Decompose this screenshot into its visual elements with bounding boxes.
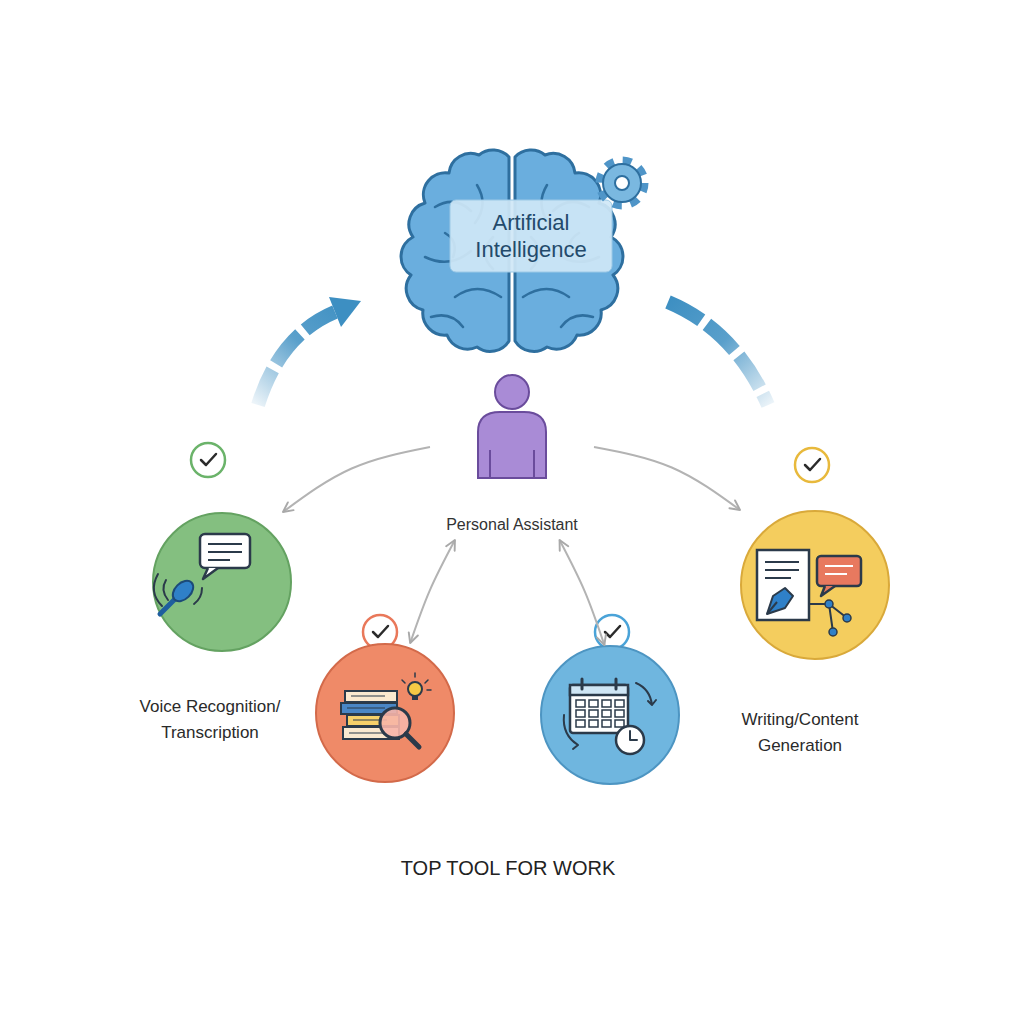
gear-teeth bbox=[600, 161, 644, 205]
title-band bbox=[450, 200, 612, 272]
tool-circle: Voice Recognition/ Transcription bbox=[90, 512, 340, 752]
person-arms bbox=[490, 450, 534, 478]
bubble-lines bbox=[825, 566, 853, 574]
tool-circle bbox=[540, 645, 680, 785]
speech-bubble bbox=[200, 534, 250, 568]
ai-brain-node: Artificial Intelligence bbox=[405, 145, 655, 360]
bulb-base bbox=[412, 696, 418, 700]
check-mark bbox=[605, 626, 620, 637]
gear-hole bbox=[615, 176, 629, 190]
bubble-tail bbox=[203, 568, 218, 579]
pen-slit bbox=[767, 602, 777, 614]
pen-nib bbox=[767, 588, 793, 614]
circle-fill bbox=[316, 644, 454, 782]
bulb bbox=[408, 682, 422, 696]
clock-hands bbox=[630, 731, 637, 740]
person-head bbox=[495, 375, 529, 409]
gear-body bbox=[603, 164, 641, 202]
diagram-caption: TOP TOOL FOR WORK bbox=[308, 852, 708, 884]
circle-fill bbox=[153, 513, 291, 651]
tool-circle: Writing/Content Generation bbox=[705, 510, 905, 760]
cycle-arrow-head bbox=[329, 297, 361, 327]
tool-label: Writing/Content Generation bbox=[705, 707, 895, 758]
document-lines bbox=[765, 562, 799, 578]
document-icon bbox=[757, 550, 809, 620]
mic-head bbox=[169, 577, 197, 605]
sound-waves bbox=[154, 574, 202, 606]
check-mark bbox=[201, 454, 216, 465]
connector-arrow bbox=[560, 540, 605, 645]
check-badge bbox=[795, 448, 829, 482]
connector-arrow bbox=[594, 447, 740, 510]
person-icon bbox=[430, 370, 594, 540]
clock-face bbox=[616, 726, 644, 754]
flow-dot bbox=[843, 614, 851, 622]
cycle-arrows bbox=[564, 683, 656, 749]
check-ring bbox=[595, 615, 629, 649]
connector-arrow bbox=[410, 540, 455, 643]
brain-title: Artificial Intelligence bbox=[450, 200, 612, 272]
calendar-page bbox=[570, 685, 628, 733]
flow-dot bbox=[825, 600, 833, 608]
bubble-tail bbox=[821, 586, 835, 596]
person-body bbox=[478, 412, 546, 478]
assistant-label: Personal Assistant bbox=[430, 513, 594, 537]
speech-bubble bbox=[817, 556, 861, 586]
flow-dot bbox=[829, 628, 837, 636]
magnifier-handle bbox=[406, 734, 419, 747]
bulb-rays bbox=[402, 673, 431, 690]
check-mark bbox=[805, 459, 820, 470]
check-ring bbox=[795, 448, 829, 482]
circle-fill bbox=[741, 511, 889, 659]
calendar-grid bbox=[576, 700, 624, 727]
assistant-node: Personal Assistant bbox=[430, 370, 594, 540]
circle-fill bbox=[541, 646, 679, 784]
gear-icon bbox=[600, 161, 644, 205]
check-ring bbox=[191, 443, 225, 477]
check-mark bbox=[373, 626, 388, 637]
calendar-rings bbox=[582, 679, 616, 689]
check-badge bbox=[595, 615, 629, 649]
research-circle bbox=[315, 643, 455, 783]
tool-label: Voice Recognition/ Transcription bbox=[110, 694, 310, 745]
tool-circle bbox=[315, 643, 455, 783]
cycle-arrow bbox=[258, 312, 335, 405]
bubble-lines bbox=[208, 544, 242, 560]
calendar-header bbox=[570, 685, 628, 695]
check-badge bbox=[191, 443, 225, 477]
calendar-circle bbox=[540, 645, 680, 785]
cycle-arc bbox=[668, 302, 768, 405]
connector-arrow bbox=[283, 447, 430, 512]
connector-group bbox=[283, 447, 740, 645]
